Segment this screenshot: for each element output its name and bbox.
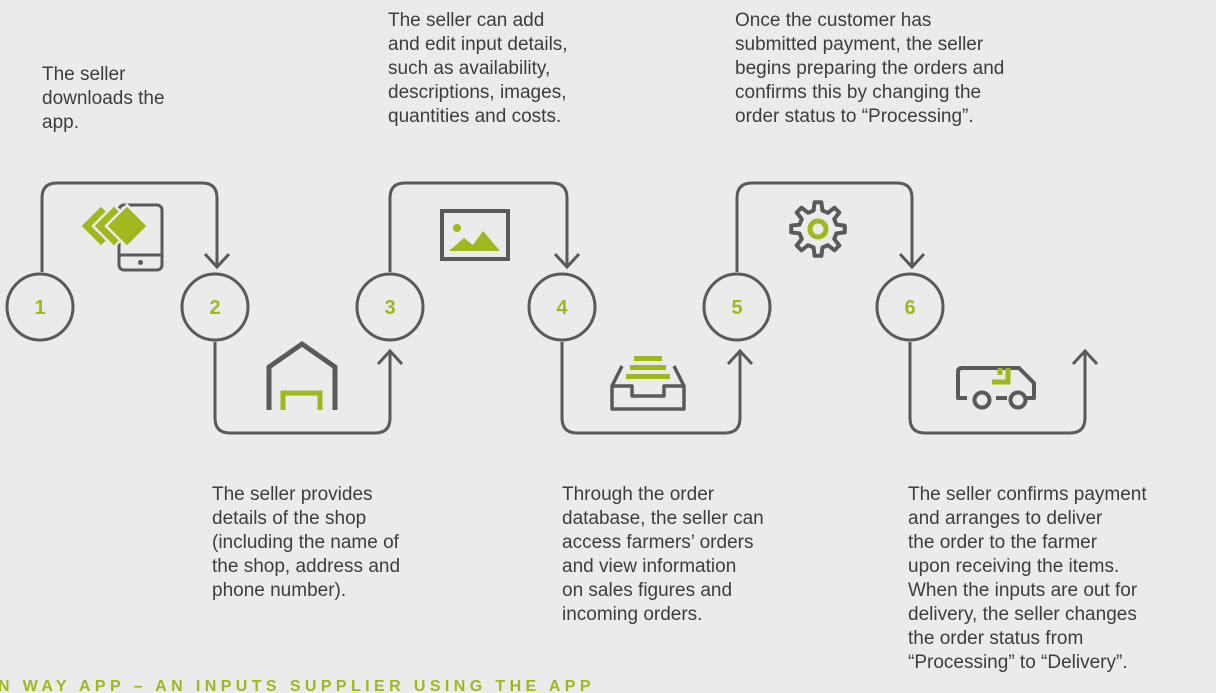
delivery-van-icon	[956, 366, 1036, 410]
step-3-caption: The seller can add and edit input detail…	[388, 10, 568, 127]
step-number-3: 3	[384, 297, 395, 319]
step-2-caption: The seller provides details of the shop …	[212, 484, 401, 601]
arrowhead-down-2	[203, 252, 231, 270]
step-circle-5: 5	[702, 272, 772, 342]
image-icon	[440, 209, 510, 261]
connector-4-to-5	[560, 342, 742, 435]
connector-1-to-2	[40, 181, 219, 272]
inbox-tray-icon	[610, 356, 686, 411]
step-4-caption: Through the order database, the seller c…	[562, 484, 764, 625]
footer-title: N WAY APP – AN INPUTS SUPPLIER USING THE…	[0, 678, 595, 693]
connector-5-to-6	[735, 181, 914, 272]
step-circle-2: 2	[180, 272, 250, 342]
connector-3-to-4	[388, 181, 569, 272]
step-circle-3: 3	[355, 272, 425, 342]
step-5-caption: Once the customer has submitted payment,…	[735, 10, 1005, 127]
step-number-2: 2	[209, 297, 220, 319]
step-6-caption: The seller confirms payment and arranges…	[908, 484, 1147, 673]
step-circle-6: 6	[875, 272, 945, 342]
step-1-caption: The seller downloads the app.	[42, 64, 165, 133]
arrowhead-up-end	[1071, 348, 1099, 366]
shop-icon	[266, 340, 338, 410]
arrowhead-up-3	[376, 348, 404, 366]
step-number-4: 4	[556, 297, 568, 319]
phone-app-icon	[78, 203, 164, 272]
connector-2-to-3	[213, 342, 392, 435]
arrowhead-down-4	[553, 252, 581, 270]
step-number-1: 1	[34, 297, 45, 319]
arrowhead-up-5	[726, 348, 754, 366]
step-number-6: 6	[904, 297, 915, 319]
step-circle-4: 4	[527, 272, 597, 342]
gear-icon	[789, 200, 847, 258]
arrowhead-down-6	[898, 252, 926, 270]
connector-6-out	[908, 342, 1087, 435]
step-number-5: 5	[731, 297, 742, 319]
step-circle-1: 1	[5, 272, 75, 342]
